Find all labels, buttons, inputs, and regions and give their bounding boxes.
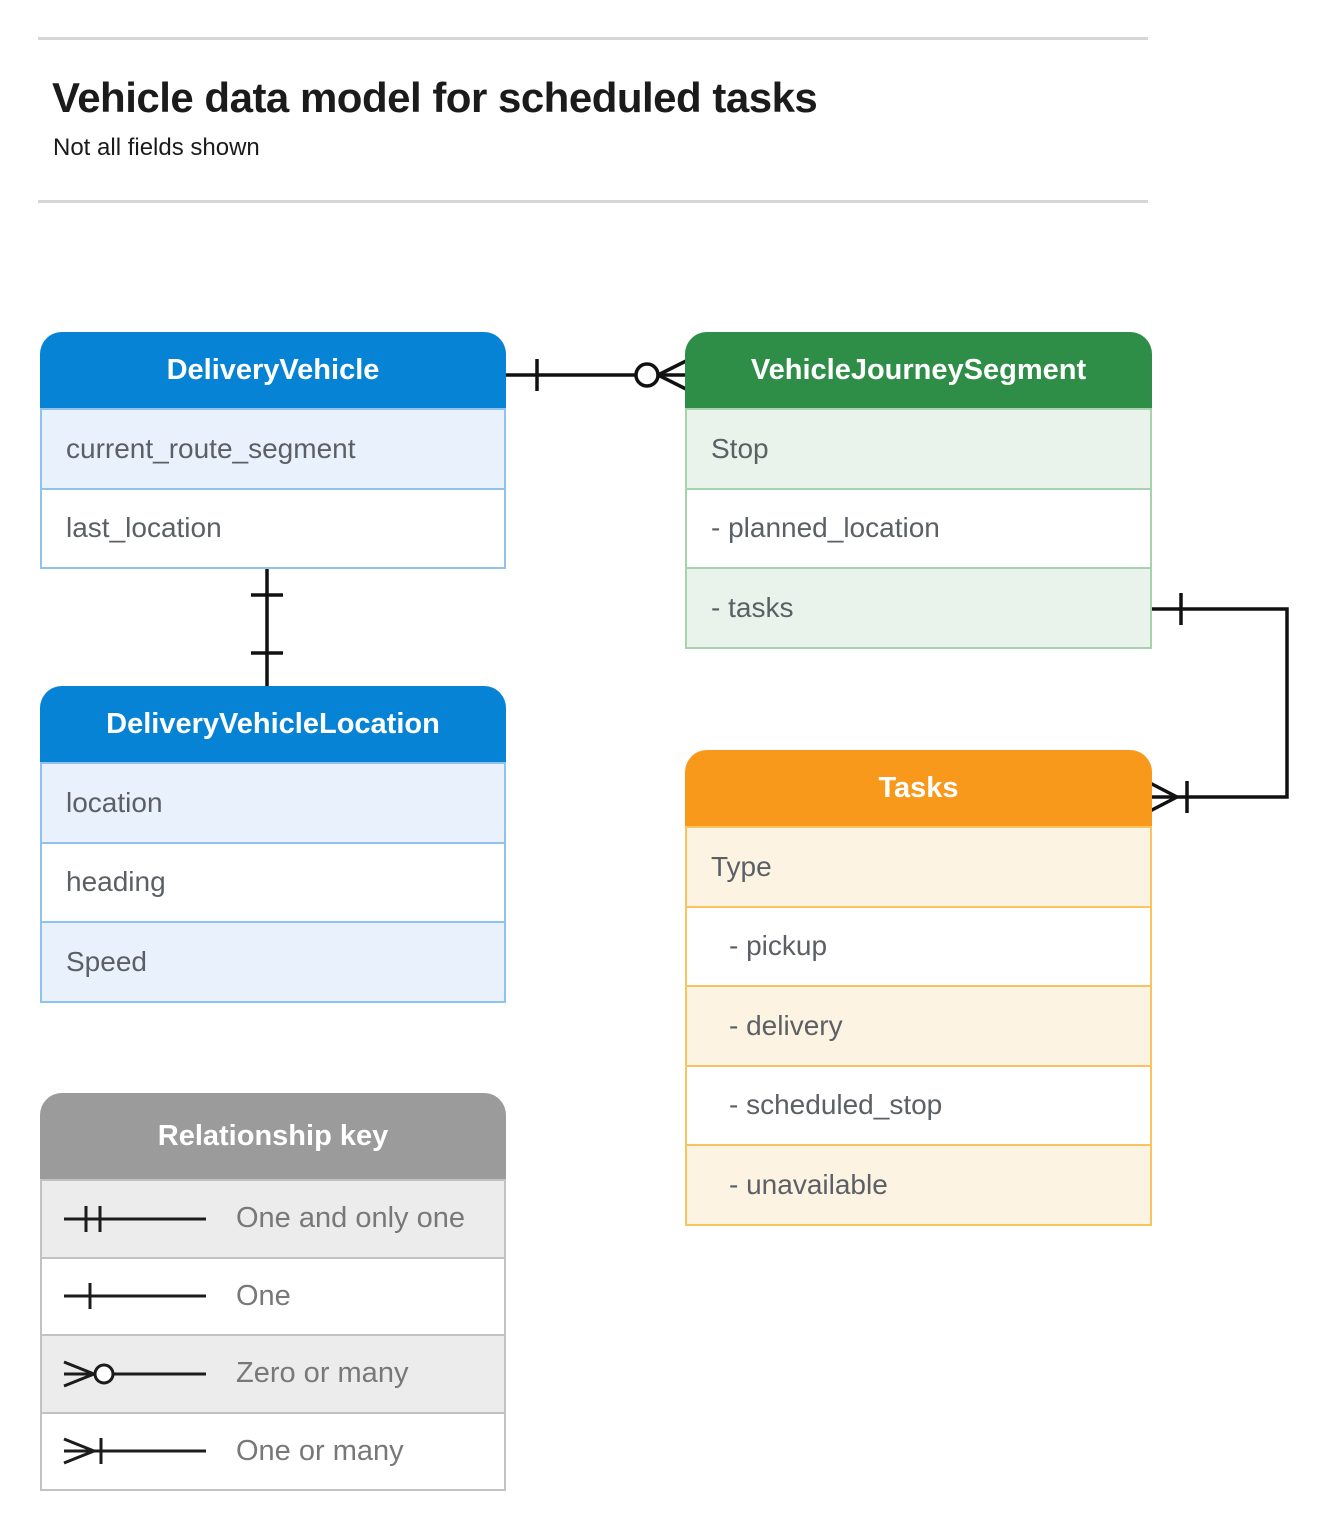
field-pickup: - pickup [687, 905, 1150, 985]
page-title: Vehicle data model for scheduled tasks [52, 74, 818, 121]
field-planned-location: - planned_location [687, 487, 1150, 567]
field-current-route-segment: current_route_segment [42, 410, 504, 488]
connector-deliveryvehicle-to-deliveryvehiclelocation [251, 568, 283, 687]
zero-or-many-symbol-icon [63, 1360, 206, 1388]
entity-vehicle-journey-segment-title: VehicleJourneySegment [685, 332, 1152, 408]
field-last-location: last_location [42, 487, 504, 567]
entity-delivery-vehicle-title: DeliveryVehicle [40, 332, 506, 408]
entity-delivery-vehicle: DeliveryVehicle current_route_segment la… [40, 332, 506, 569]
entity-delivery-vehicle-body: current_route_segment last_location [40, 408, 506, 569]
page-subtitle: Not all fields shown [53, 134, 260, 161]
field-scheduled-stop: - scheduled_stop [687, 1064, 1150, 1144]
field-stop: Stop [687, 410, 1150, 488]
relationship-key: Relationship key One and only one One [40, 1093, 506, 1491]
field-tasks: - tasks [687, 567, 1150, 647]
divider-top [38, 37, 1148, 40]
entity-vehicle-journey-segment-body: Stop - planned_location - tasks [685, 408, 1152, 649]
field-heading: heading [42, 841, 504, 921]
one-or-many-symbol-icon [63, 1437, 206, 1465]
connector-tasksfield-to-tasks [1149, 593, 1289, 813]
key-label: One and only one [236, 1202, 465, 1235]
entity-tasks: Tasks Type - pickup - delivery - schedul… [685, 750, 1152, 1226]
field-speed: Speed [42, 921, 504, 1001]
one-symbol-icon [64, 1283, 206, 1310]
key-row-one-or-many: One or many [42, 1411, 504, 1489]
entity-tasks-body: Type - pickup - delivery - scheduled_sto… [685, 826, 1152, 1226]
key-label: Zero or many [236, 1357, 409, 1390]
field-unavailable: - unavailable [687, 1144, 1150, 1224]
one-and-only-one-symbol-icon [64, 1205, 206, 1232]
field-location: location [42, 764, 504, 842]
connector-deliveryvehicle-to-vehiclejourneysegment [506, 358, 689, 392]
key-label: One or many [236, 1434, 404, 1467]
entity-delivery-vehicle-location-title: DeliveryVehicleLocation [40, 686, 506, 762]
key-row-one-and-only-one: One and only one [42, 1181, 504, 1257]
relationship-key-body: One and only one One Zero or many [40, 1179, 506, 1491]
divider-bottom [38, 200, 1148, 203]
entity-tasks-title: Tasks [685, 750, 1152, 826]
entity-delivery-vehicle-location: DeliveryVehicleLocation location heading… [40, 686, 506, 1003]
key-label: One [236, 1279, 291, 1312]
key-row-zero-or-many: Zero or many [42, 1334, 504, 1412]
relationship-key-title: Relationship key [40, 1093, 506, 1179]
entity-delivery-vehicle-location-body: location heading Speed [40, 762, 506, 1003]
key-row-one: One [42, 1256, 504, 1334]
field-delivery: - delivery [687, 985, 1150, 1065]
field-type: Type [687, 828, 1150, 906]
entity-vehicle-journey-segment: VehicleJourneySegment Stop - planned_loc… [685, 332, 1152, 649]
